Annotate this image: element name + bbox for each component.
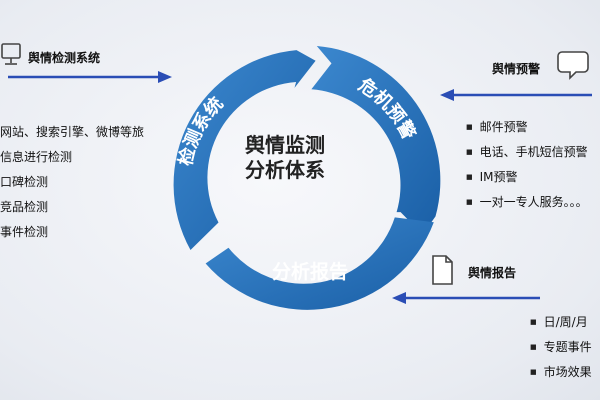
list-item: 市场效果: [530, 360, 592, 385]
center-title-line1: 舆情监测: [245, 133, 325, 157]
list-item: 邮件预警: [466, 115, 588, 140]
report-list: 日/周/月 专题事件 市场效果: [530, 310, 592, 385]
list-item: 事件检测: [0, 225, 49, 239]
list-item: IM预警: [466, 165, 588, 190]
warning-list: 邮件预警 电话、手机短信预警 IM预警 一对一专人服务。。。: [466, 115, 588, 215]
list-item: 专题事件: [530, 335, 592, 360]
ring-segment-monitor: [173, 50, 316, 250]
list-item: 竞品检测: [0, 200, 49, 214]
ring-segment-warning: [311, 46, 441, 235]
arrow-report: [392, 292, 540, 304]
list-item: 口碑检测: [0, 175, 49, 189]
list-item: 网站、搜索引擎、微博等旅: [0, 125, 145, 139]
ring-segment-report: [205, 217, 434, 310]
list-item: 电话、手机短信预警: [466, 140, 588, 165]
list-item: 一对一专人服务。。。: [466, 190, 588, 215]
arrow-monitor: [8, 71, 172, 83]
list-item: 信息进行检测: [0, 150, 73, 164]
document-icon: [432, 255, 453, 285]
monitor-system-title: 舆情检测系统: [28, 51, 101, 65]
warning-title: 舆情预警: [492, 62, 541, 76]
segment-label-report: 分析报告: [272, 260, 348, 283]
report-title: 舆情报告: [468, 266, 517, 280]
speech-bubble-icon: [557, 51, 589, 80]
center-title-line2: 分析体系: [245, 158, 325, 182]
arrow-warning: [440, 89, 592, 101]
cycle-ring: [173, 46, 441, 310]
monitor-icon: [1, 43, 21, 65]
list-item: 日/周/月: [530, 310, 592, 335]
center-title: 舆情监测 分析体系: [220, 133, 350, 183]
monitor-system-list: 网站、搜索引擎、微博等旅 信息进行检测 口碑检测 竞品检测 事件检测: [0, 120, 144, 245]
